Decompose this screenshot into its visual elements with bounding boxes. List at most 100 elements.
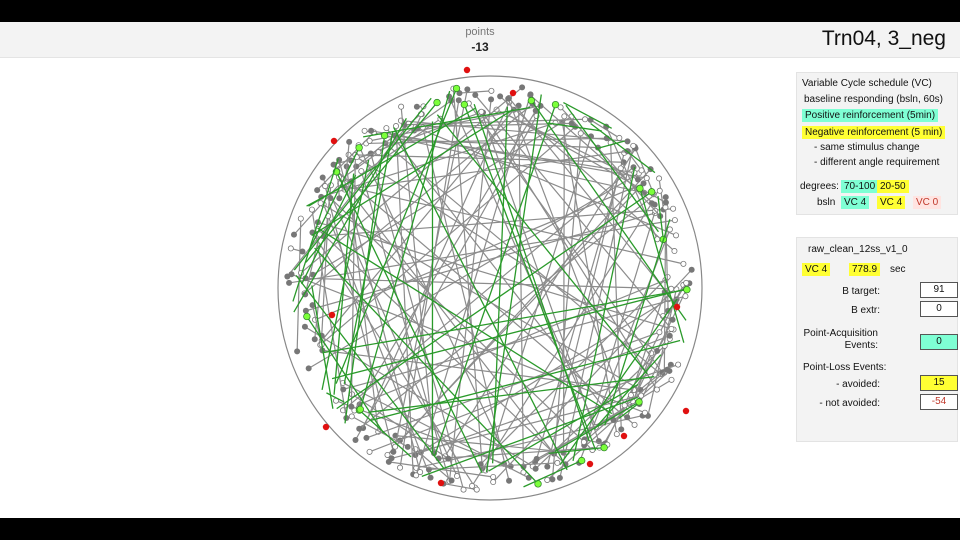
trajectory-gray — [350, 155, 356, 407]
trajectory-green — [370, 339, 681, 422]
session-time-chip: 778.9 — [849, 263, 881, 276]
start-marker — [366, 137, 373, 144]
green-marker — [452, 84, 461, 93]
trajectory-green — [547, 122, 602, 132]
angle-requirement-text: - different angle requirement — [814, 157, 940, 168]
end-marker — [630, 164, 637, 171]
trajectory-gray — [562, 116, 565, 453]
start-marker — [638, 167, 645, 174]
green-marker — [303, 312, 311, 321]
end-marker — [330, 161, 337, 168]
end-marker — [305, 365, 312, 372]
trajectory-gray — [314, 182, 644, 321]
end-marker — [472, 92, 479, 99]
start-marker — [656, 329, 663, 336]
end-marker — [346, 138, 353, 145]
schedule-title: Variable Cycle schedule (VC) — [802, 78, 932, 89]
end-marker — [309, 302, 316, 309]
end-marker — [314, 187, 321, 194]
start-marker — [287, 245, 294, 252]
degrees-positive-chip: 70-100 — [841, 180, 879, 193]
trajectory-gray — [499, 95, 675, 252]
end-marker — [640, 180, 647, 187]
trajectory-green — [308, 147, 360, 251]
green-marker — [355, 144, 363, 152]
green-marker — [380, 131, 389, 140]
start-marker — [682, 293, 689, 300]
trajectory-green — [295, 274, 445, 470]
trajectory-gray — [366, 331, 660, 439]
end-marker — [455, 97, 462, 104]
trajectory-green — [618, 402, 640, 419]
trajectory-gray — [342, 382, 530, 479]
end-marker — [618, 426, 625, 433]
end-marker — [348, 403, 355, 410]
end-marker — [390, 448, 397, 455]
trajectory-green — [301, 174, 357, 285]
trajectory-gray — [415, 448, 452, 481]
trajectory-green — [491, 106, 509, 464]
end-marker — [669, 316, 676, 323]
trajectory-green — [344, 135, 386, 424]
not-avoided-field: -54 — [920, 394, 958, 410]
trajectory-green — [293, 97, 432, 271]
start-marker — [668, 376, 675, 383]
end-marker — [413, 103, 420, 110]
start-marker — [397, 464, 404, 471]
trajectory-green — [308, 107, 476, 207]
end-marker — [624, 414, 631, 421]
b-extr-field: 0 — [920, 301, 958, 317]
start-marker — [384, 451, 391, 458]
end-marker — [488, 96, 495, 103]
end-marker — [654, 347, 661, 354]
start-marker — [653, 386, 660, 393]
trajectory-green — [305, 102, 438, 263]
start-marker — [361, 127, 368, 134]
end-marker — [336, 195, 343, 202]
end-marker — [662, 199, 669, 206]
trajectory-gray — [354, 115, 538, 441]
trajectory-gray — [492, 269, 693, 483]
trajectory-green — [336, 191, 653, 410]
trajectory-gray — [359, 279, 666, 405]
start-marker — [478, 108, 485, 115]
green-marker — [683, 286, 691, 294]
trajectory-green — [421, 396, 638, 478]
b-extr-label: B extr: — [851, 305, 880, 316]
trajectory-gray — [459, 90, 492, 94]
acq-label-1: Point-Acquisition — [803, 328, 878, 339]
start-marker — [656, 175, 663, 182]
end-marker — [533, 455, 540, 462]
trajectory-green — [590, 122, 656, 174]
trajectory-green — [595, 140, 625, 150]
trajectory-green — [359, 90, 451, 410]
start-marker — [613, 431, 620, 438]
avoided-field: 15 — [920, 375, 958, 391]
start-marker — [366, 448, 373, 455]
trajectory-green — [530, 100, 687, 321]
current-vc-chip: VC 4 — [802, 263, 831, 276]
trajectory-gray — [632, 283, 690, 402]
not-avoided-label: - not avoided: — [819, 398, 880, 409]
trajectory-green — [563, 102, 612, 129]
green-marker — [635, 398, 643, 406]
points-label: points — [465, 26, 495, 38]
trajectory-gray — [471, 202, 653, 487]
start-marker — [577, 130, 584, 137]
vc-zero-chip: VC 0 — [913, 196, 942, 209]
trajectory-gray — [546, 370, 670, 481]
start-marker — [561, 113, 568, 120]
start-marker — [544, 476, 551, 483]
b-target-field: 91 — [920, 282, 958, 298]
b-target-label: B target: — [842, 286, 880, 297]
trajectory-green — [322, 289, 688, 354]
start-marker — [580, 439, 587, 446]
trajectory-gray — [305, 277, 672, 290]
end-marker — [519, 84, 526, 91]
green-marker — [578, 456, 586, 465]
end-marker — [311, 336, 318, 343]
negative-reinforcement-chip: Negative reinforcement (5 min) — [802, 126, 946, 139]
trajectory-green — [485, 94, 542, 473]
trajectory-gray — [428, 462, 558, 471]
start-marker — [413, 472, 420, 479]
